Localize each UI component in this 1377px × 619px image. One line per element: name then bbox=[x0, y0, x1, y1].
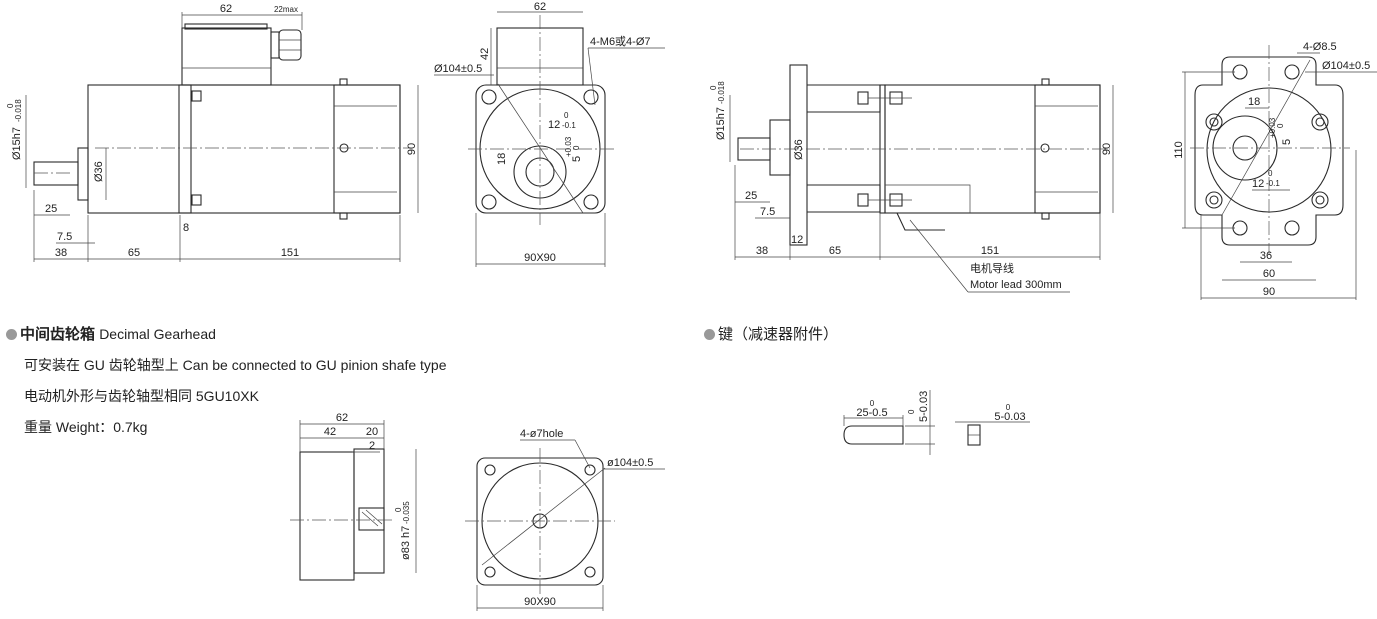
key-section-title: 键（减速器附件） bbox=[718, 326, 839, 343]
key-depth-tol-upper: +0.03 bbox=[1268, 117, 1277, 138]
bullet-icon bbox=[6, 329, 17, 340]
dim-box-width: 62 bbox=[534, 1, 546, 13]
title-en: Decimal Gearhead bbox=[99, 326, 216, 342]
dim-height: 90 bbox=[1101, 143, 1113, 155]
gearhead-line1: 可安装在 GU 齿轮轴型上 Can be connected to GU pin… bbox=[24, 357, 447, 373]
holes: 4-ø7hole bbox=[520, 428, 563, 440]
pcd: Ø104±0.5 bbox=[434, 63, 482, 75]
key-height-tol: 0 bbox=[907, 409, 916, 414]
key-depth: 5 bbox=[571, 156, 583, 162]
dim-shaft: 25 bbox=[45, 203, 57, 215]
key-width: 12 bbox=[548, 119, 560, 131]
size: 90X90 bbox=[524, 596, 556, 608]
lead-label-en: Motor lead 300mm bbox=[970, 279, 1062, 291]
key-depth-tol-upper: +0.03 bbox=[564, 136, 573, 157]
weight-text: Weight：0.7kg bbox=[55, 419, 148, 435]
dim-motor: 151 bbox=[281, 247, 299, 259]
holes: 4-Ø8.5 bbox=[1303, 41, 1337, 53]
size: 90X90 bbox=[524, 252, 556, 264]
key-width-tol-lower: -0.1 bbox=[1266, 179, 1280, 188]
gearhead-line2: 电动机外形与齿轮轴型相同 5GU10XK bbox=[24, 388, 259, 404]
key-drawing: 0 25-0.5 0 5-0.03 0 5-0.03 bbox=[843, 390, 1030, 455]
key-height: 5-0.03 bbox=[918, 391, 930, 422]
dim-plate: 60 bbox=[1263, 268, 1275, 280]
gearhead-side-view: 62 42 20 2 ø83 h7 0 -0.035 bbox=[290, 412, 417, 581]
decimal-gearhead-heading: 中间齿轮箱 Decimal Gearhead bbox=[6, 323, 216, 344]
pilot-diameter: ø83 h7 bbox=[400, 526, 412, 560]
gearhead-front-view: 4-ø7hole ø104±0.5 90X90 bbox=[465, 428, 665, 611]
key-width-tol-upper: 0 bbox=[1268, 169, 1273, 178]
motor-side-view: 62 22max 90 8 25 7.5 38 65 151 Ø15h7 0 -… bbox=[6, 3, 419, 262]
key-length: 25-0.5 bbox=[856, 407, 887, 419]
boss-diameter: Ø36 bbox=[793, 139, 805, 160]
boss-diameter: Ø36 bbox=[93, 161, 105, 182]
dim-body: 42 bbox=[324, 426, 336, 438]
pilot-tol-upper: 0 bbox=[394, 507, 403, 512]
offset: 18 bbox=[496, 153, 508, 165]
dim-motor: 151 bbox=[981, 245, 999, 257]
dim-gear: 65 bbox=[128, 247, 140, 259]
dim-box-height: 42 bbox=[479, 48, 491, 60]
dim-step: 7.5 bbox=[57, 231, 72, 243]
title-cn: 中间齿轮箱 bbox=[20, 326, 96, 343]
motor-front-view: 62 42 Ø104±0.5 4-M6或4-Ø7 12 0 -0.1 18 5 … bbox=[434, 1, 665, 267]
key-depth-tol-lower: 0 bbox=[1276, 123, 1285, 128]
pilot-tol-lower: -0.035 bbox=[402, 501, 411, 524]
key-width-tol-upper: 0 bbox=[564, 111, 569, 120]
weight-label: 重量 bbox=[24, 419, 52, 435]
dim-hub: 20 bbox=[366, 426, 378, 438]
key-width: 5-0.03 bbox=[994, 411, 1025, 423]
dim-flange: 8 bbox=[183, 222, 189, 234]
shaft-diameter: Ø15h7 bbox=[11, 127, 23, 160]
pcd: Ø104±0.5 bbox=[1322, 60, 1370, 72]
dim-gear: 65 bbox=[829, 245, 841, 257]
key-width-tol-lower: -0.1 bbox=[562, 121, 576, 130]
pcd: ø104±0.5 bbox=[607, 457, 653, 469]
key-depth: 5 bbox=[1281, 139, 1293, 145]
gearhead-weight: 重量 Weight：0.7kg bbox=[24, 417, 147, 437]
key-width-tol: 0 bbox=[1006, 403, 1011, 412]
dim-offset: 18 bbox=[1248, 96, 1260, 108]
dim-shaft-total: 38 bbox=[55, 247, 67, 259]
dim-holes: 36 bbox=[1260, 250, 1272, 262]
key-width: 12 bbox=[1252, 178, 1264, 190]
dim-width: 90 bbox=[1263, 286, 1275, 298]
dim-total: 62 bbox=[336, 412, 348, 424]
dim-step: 7.5 bbox=[760, 206, 775, 218]
shaft-tol-upper: 0 bbox=[709, 85, 718, 90]
key-length-tol: 0 bbox=[870, 399, 875, 408]
key-section-heading: 键（减速器附件） bbox=[704, 323, 838, 344]
dim-shaft: 25 bbox=[745, 190, 757, 202]
lead-label-cn: 电机导线 bbox=[970, 261, 1014, 275]
dim-flange: 12 bbox=[791, 234, 803, 246]
dim-box-width: 62 bbox=[220, 3, 232, 15]
gearmotor-side-view: 电机导线 Motor lead 300mm 90 25 7.5 12 38 65… bbox=[709, 64, 1114, 293]
holes: 4-M6或4-Ø7 bbox=[590, 35, 651, 48]
dim-gland: 22max bbox=[274, 5, 298, 14]
key-depth-tol-lower: 0 bbox=[572, 145, 581, 150]
dim-gap: 2 bbox=[369, 440, 375, 452]
gearmotor-front-view: 4-Ø8.5 Ø104±0.5 18 5 +0.03 0 12 0 -0.1 1… bbox=[1173, 41, 1377, 300]
shaft-tol-lower: -0.018 bbox=[717, 81, 726, 104]
shaft-diameter: Ø15h7 bbox=[715, 107, 727, 140]
shaft-tol-lower: -0.018 bbox=[14, 99, 23, 122]
dim-shaft-total: 38 bbox=[756, 245, 768, 257]
shaft-tol-upper: 0 bbox=[6, 103, 15, 108]
dim-height: 90 bbox=[406, 143, 418, 155]
bullet-icon bbox=[704, 329, 715, 340]
dim-height: 110 bbox=[1173, 141, 1185, 159]
